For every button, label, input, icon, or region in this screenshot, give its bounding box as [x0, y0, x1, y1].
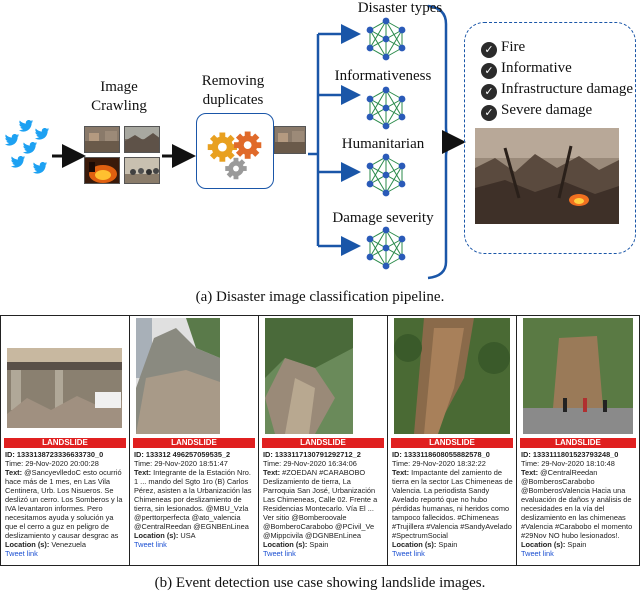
twitter-logos [4, 120, 50, 180]
twitter-bird-icon [10, 156, 26, 169]
check-circle-icon: ✓ [481, 42, 497, 58]
tweet-location: Spain [567, 540, 587, 549]
classification-result-box: ✓Fire ✓Informative ✓Infrastructure damag… [464, 22, 636, 254]
tweet-location: USA [180, 531, 196, 540]
result-item: ✓Fire [481, 37, 525, 58]
check-circle-icon: ✓ [481, 84, 497, 100]
twitter-bird-icon [18, 120, 34, 133]
twitter-bird-icon [22, 142, 38, 155]
tweet-text: @SancyevlledoC esto ocurrió hace más de … [5, 468, 123, 540]
tweet-time: Time: 29-Nov-2020 18:10:48 [521, 459, 615, 468]
event-label: LANDSLIDE [391, 438, 513, 448]
tweet-location: Spain [438, 540, 458, 549]
tweet-photo [394, 318, 510, 434]
burned-house-photo [475, 128, 619, 224]
tweet-panel: LANDSLIDE ID: 133312 496257059535_2 Time… [130, 316, 259, 565]
dedup-gears-box [196, 113, 274, 189]
tweet-location: Spain [309, 540, 329, 549]
caption-a: (a) Disaster image classification pipeli… [195, 289, 445, 305]
tweet-text: @CentralReedan @BomberosCarabobo @Bomber… [521, 468, 633, 540]
tweet-panel: LANDSLIDE ID: 1333138723336633730_0 Time… [1, 316, 130, 565]
event-label: LANDSLIDE [133, 438, 255, 448]
tweet-meta: ID: 133312 496257059535_2 Time: 29-Nov-2… [134, 450, 255, 549]
tweet-link[interactable]: Tweet link [392, 549, 425, 558]
network-icon [364, 86, 408, 130]
crawled-image [124, 126, 160, 153]
tweet-time: Time: 29-Nov-2020 18:51:47 [134, 459, 228, 468]
pipeline-figure: Image Crawling Removing duplicates [0, 0, 640, 305]
tweet-location: Venezuela [51, 540, 86, 549]
tweet-meta: ID: 1333138723336633730_0 Time: 29-Nov-2… [5, 450, 126, 558]
tweet-photo [136, 318, 220, 434]
network-icon [364, 153, 408, 197]
task-label-damage-severity: Damage severity [332, 210, 434, 226]
image-crawling-label: Image Crawling [91, 79, 147, 114]
tweet-id: ID: 1333118608055882578_0 [392, 450, 490, 459]
task-label-informativeness: Informativeness [334, 68, 432, 84]
crawled-image [84, 157, 120, 184]
event-label: LANDSLIDE [262, 438, 384, 448]
removing-duplicates-label: Removing duplicates [201, 73, 265, 108]
caption-b: (b) Event detection use case showing lan… [154, 575, 486, 591]
tweet-panels: LANDSLIDE ID: 1333138723336633730_0 Time… [0, 315, 640, 566]
tweet-link[interactable]: Tweet link [521, 549, 554, 558]
gears-icon [207, 131, 262, 180]
tweet-meta: ID: 1333118608055882578_0 Time: 29-Nov-2… [392, 450, 513, 558]
tweet-text: Integrante de la Estación Nro. 1 ... man… [134, 468, 252, 531]
tweet-panel: LANDSLIDE ID: 1333117130791292712_2 Time… [259, 316, 388, 565]
twitter-bird-icon [4, 134, 20, 147]
tweet-panel: LANDSLIDE ID: 1333111801523793248_0 Time… [517, 316, 639, 565]
task-label-humanitarian: Humanitarian [341, 136, 425, 152]
task-label-disaster-types: Disaster types [357, 0, 443, 16]
tweet-photo [265, 318, 353, 434]
tweet-time: Time: 29-Nov-2020 18:32:22 [392, 459, 486, 468]
tweet-meta: ID: 1333117130791292712_2 Time: 29-Nov-2… [263, 450, 384, 558]
tweet-link[interactable]: Tweet link [5, 549, 38, 558]
tweet-id: ID: 1333111801523793248_0 [521, 450, 619, 459]
result-item: ✓Infrastructure damage [481, 79, 633, 100]
tweet-text: Impactante del zamiento de tierra en la … [392, 468, 513, 540]
tweet-photo [7, 318, 122, 434]
tweet-id: ID: 133312 496257059535_2 [134, 450, 231, 459]
result-item: ✓Severe damage [481, 100, 592, 121]
deduplicated-image [274, 126, 306, 154]
event-label: LANDSLIDE [520, 438, 636, 448]
check-circle-icon: ✓ [481, 63, 497, 79]
crawled-image [124, 157, 160, 184]
tweet-link[interactable]: Tweet link [134, 540, 167, 549]
result-item: ✓Informative [481, 58, 572, 79]
network-icon [364, 17, 408, 61]
check-circle-icon: ✓ [481, 105, 497, 121]
twitter-bird-icon [34, 128, 50, 141]
tweet-id: ID: 1333138723336633730_0 [5, 450, 104, 459]
tweet-time: Time: 29-Nov-2020 20:00:28 [5, 459, 99, 468]
crawled-images [84, 126, 160, 184]
tweet-time: Time: 29-Nov-2020 16:34:06 [263, 459, 357, 468]
tweet-text: #ZOEDAN #CARABOBO Deslizamiento de tierr… [263, 468, 378, 540]
event-label: LANDSLIDE [4, 438, 126, 448]
crawled-image [84, 126, 120, 153]
tweet-photo [523, 318, 633, 434]
tweet-meta: ID: 1333111801523793248_0 Time: 29-Nov-2… [521, 450, 636, 558]
network-icon [364, 226, 408, 270]
tweet-id: ID: 1333117130791292712_2 [263, 450, 361, 459]
tweet-panel: LANDSLIDE ID: 1333118608055882578_0 Time… [388, 316, 517, 565]
twitter-bird-icon [32, 162, 48, 175]
tweet-link[interactable]: Tweet link [263, 549, 296, 558]
